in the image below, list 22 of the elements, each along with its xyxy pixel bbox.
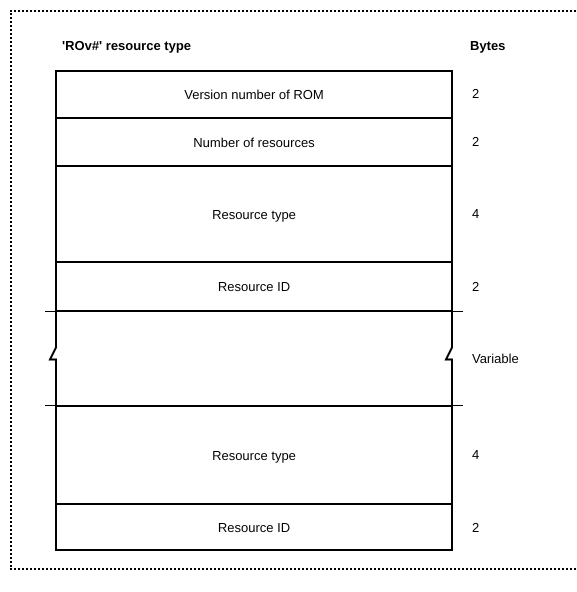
field-name: Resource ID	[218, 279, 290, 294]
table-title: 'ROv#' resource type	[62, 38, 192, 53]
field-row	[55, 118, 453, 166]
column-header: Bytes	[470, 38, 506, 53]
field-name: Resource type	[212, 448, 296, 462]
field-name: Number of resources	[193, 134, 315, 150]
byte-count: 4	[472, 447, 480, 462]
byte-count: 2	[472, 86, 480, 101]
byte-count: 2	[472, 278, 480, 294]
field-name: Version number of ROM	[184, 87, 324, 102]
field-name: Resource type	[212, 206, 296, 222]
field-row	[55, 166, 453, 262]
field-row	[55, 504, 453, 551]
field-row	[55, 406, 453, 504]
byte-count: Variable	[472, 350, 519, 366]
byte-count: 4	[472, 206, 480, 221]
field-row	[55, 70, 453, 118]
byte-count: 2	[472, 134, 480, 149]
field-name: Resource ID	[218, 520, 290, 534]
variable-break-section	[45, 311, 463, 406]
byte-count: 2	[472, 520, 480, 534]
field-row	[55, 262, 453, 311]
